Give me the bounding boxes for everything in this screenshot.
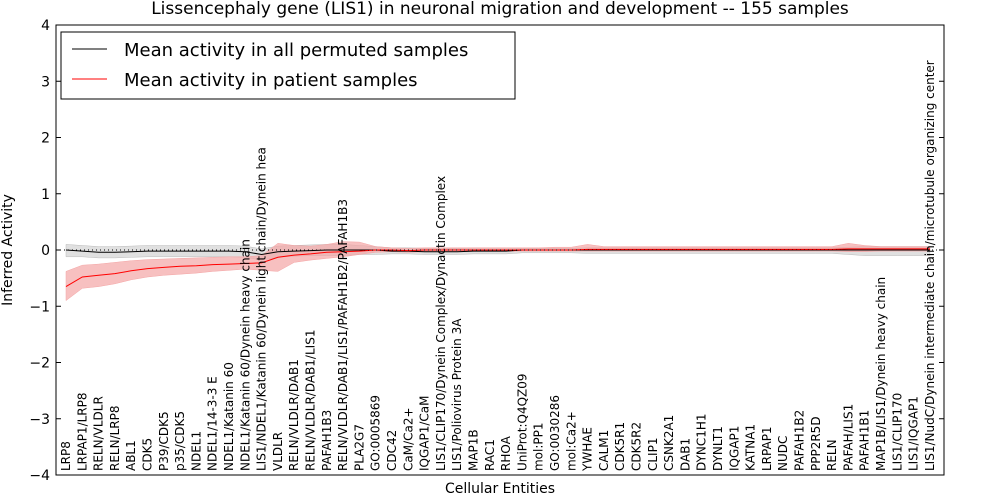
x-tick-label: PLA2G7 (352, 424, 366, 471)
x-tick-label: NDEL1/Katanin 60 (222, 362, 236, 471)
y-tick-label: 2 (41, 131, 50, 147)
legend-label-patient: Mean activity in patient samples (124, 70, 418, 91)
x-tick-label: IQGAP1 (727, 426, 741, 471)
x-tick-label: DYNLT1 (711, 426, 725, 471)
x-tick-label: VLDLR (271, 432, 285, 471)
x-tick-label: LRPAP1/LRP8 (75, 392, 89, 471)
x-tick-label: CDK5R2 (630, 422, 644, 471)
x-tick-label: NDEL1/14-3-3 E (206, 376, 220, 471)
x-tick-label: RAC1 (483, 439, 497, 471)
y-tick-label: −2 (29, 356, 50, 372)
x-tick-label: LRPAP1 (760, 426, 774, 471)
x-tick-label: PAFAH1B3 (320, 410, 334, 471)
x-tick-label: DAB1 (678, 438, 692, 471)
x-tick-label: DYNC1H1 (695, 413, 709, 471)
x-tick-label: mol:PP1 (532, 422, 546, 471)
x-tick-label: YWHAE (581, 427, 595, 472)
x-tick-label: NDEL1 (189, 431, 203, 471)
x-tick-label: CALM1 (597, 430, 611, 471)
x-tick-label: LIS1/NDEL1/Katanin 60/Dynein light chain… (255, 147, 269, 471)
x-tick-label: RELN/LRP8 (108, 405, 122, 471)
x-tick-label: LIS1/Poliovirus Protein 3A (450, 318, 464, 471)
legend: Mean activity in all permuted samples Me… (60, 31, 516, 100)
x-axis-title: Cellular Entities (445, 481, 555, 497)
line-series-0 (65, 249, 930, 256)
series-lines (65, 248, 930, 288)
line-series-1 (65, 248, 930, 288)
x-tick-label: LIS1/CLIP170/Dynein Complex/Dynactin Com… (434, 176, 448, 471)
y-tick-label: 0 (41, 243, 50, 259)
y-tick-label: 3 (41, 74, 50, 90)
x-tick-label: RHOA (499, 435, 513, 471)
x-tick-label: GO:0005869 (369, 395, 383, 471)
x-tick-label: PAFAH/LIS1 (841, 404, 855, 471)
x-tick-label: GO:0030286 (548, 395, 562, 471)
x-tick-label: LIS1/NudC/Dynein intermediate chain/micr… (923, 60, 937, 471)
y-tick-label: −3 (29, 412, 50, 428)
x-tick-label: RELN/VLDLR/DAB1 (287, 359, 301, 471)
x-tick-label: IQGAP1/CaM (418, 396, 432, 472)
x-tick-label: MAP1B/LIS1/Dynein heavy chain (874, 277, 888, 471)
x-tick-label: mol:Ca2+ (564, 411, 578, 471)
legend-label-permuted: Mean activity in all permuted samples (124, 40, 468, 61)
x-tick-label: CaM/Ca2+ (401, 407, 415, 471)
x-tick-label: CSNK2A1 (662, 415, 676, 471)
x-tick-label: CDK5 (141, 438, 155, 471)
x-tick-label: NDEL1/Katanin 60/Dynein heavy chain (238, 239, 252, 471)
legend-box (60, 31, 516, 100)
x-tick-label: RELN/VLDLR/DAB1/LIS1/PAFAH1B2/PAFAH1B3 (336, 199, 350, 471)
x-tick-label: p35/CDK5 (173, 411, 187, 471)
y-tick-label: −1 (29, 299, 50, 315)
y-tick-label: 4 (41, 18, 50, 34)
x-tick-label: MAP1B (467, 429, 481, 471)
y-axis-ticks: −4 −3 −2 −1 0 1 2 3 4 (29, 18, 944, 484)
x-tick-label: UniProt:Q4QZ09 (515, 373, 529, 471)
x-tick-label: PAFAH1B2 (793, 410, 807, 471)
x-tick-label: PPP2R5D (809, 416, 823, 471)
x-tick-label: NUDC (776, 436, 790, 471)
y-axis-title: Inferred Activity (0, 194, 16, 306)
x-tick-label: ABL1 (124, 440, 138, 471)
x-tick-label: LRP8 (59, 441, 73, 471)
x-tick-label: RELN/VLDLR/DAB1/LIS1 (304, 330, 318, 471)
x-tick-label: RELN/VLDLR (92, 396, 106, 471)
x-tick-label: PAFAH1B1 (858, 410, 872, 471)
x-tick-label: LIS1/IQGAP1 (907, 396, 921, 471)
x-tick-label: P39/CDK5 (157, 411, 171, 471)
x-tick-label: CLIP1 (646, 438, 660, 471)
plot-area-frame (55, 24, 945, 476)
chart-title: Lissencephaly gene (LIS1) in neuronal mi… (151, 0, 849, 19)
y-tick-label: 1 (41, 187, 50, 203)
x-tick-label: CDC42 (385, 430, 399, 471)
y-tick-label: −4 (29, 468, 50, 484)
x-tick-label: CDK5R1 (613, 422, 627, 471)
x-tick-label: RELN (825, 439, 839, 471)
x-tick-label: KATNA1 (744, 424, 758, 471)
x-tick-label: LIS1/CLIP170 (890, 393, 904, 471)
